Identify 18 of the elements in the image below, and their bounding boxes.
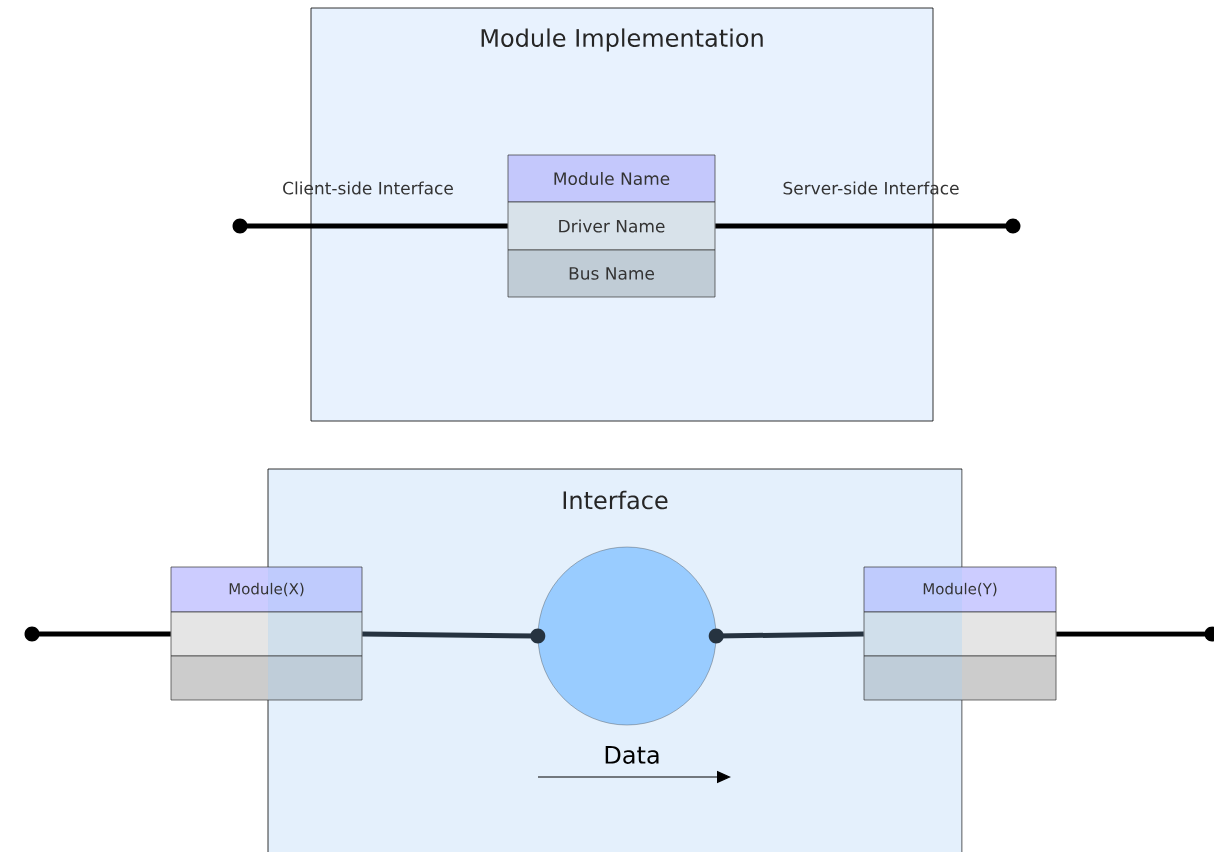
name-row: Module Name [507, 154, 716, 203]
connector-line [1056, 626, 1214, 642]
table-row [170, 655, 363, 701]
name-row: Module(X) [170, 566, 363, 613]
connector-line [715, 218, 1021, 234]
edge-label: Client-side Interface [283, 181, 453, 195]
name-row: Driver Name [507, 201, 716, 251]
connector-line [24, 626, 171, 642]
edge-label: Server-side Interface [783, 181, 959, 195]
table-row [170, 611, 363, 657]
name-row: Bus Name [507, 249, 716, 298]
table-row [863, 655, 1057, 701]
network-circle [537, 546, 717, 726]
name-row: Module(Y) [863, 566, 1057, 613]
connector-line [232, 218, 508, 234]
table-row [863, 611, 1057, 657]
connector-line [708, 628, 864, 644]
connector-line [362, 628, 546, 644]
